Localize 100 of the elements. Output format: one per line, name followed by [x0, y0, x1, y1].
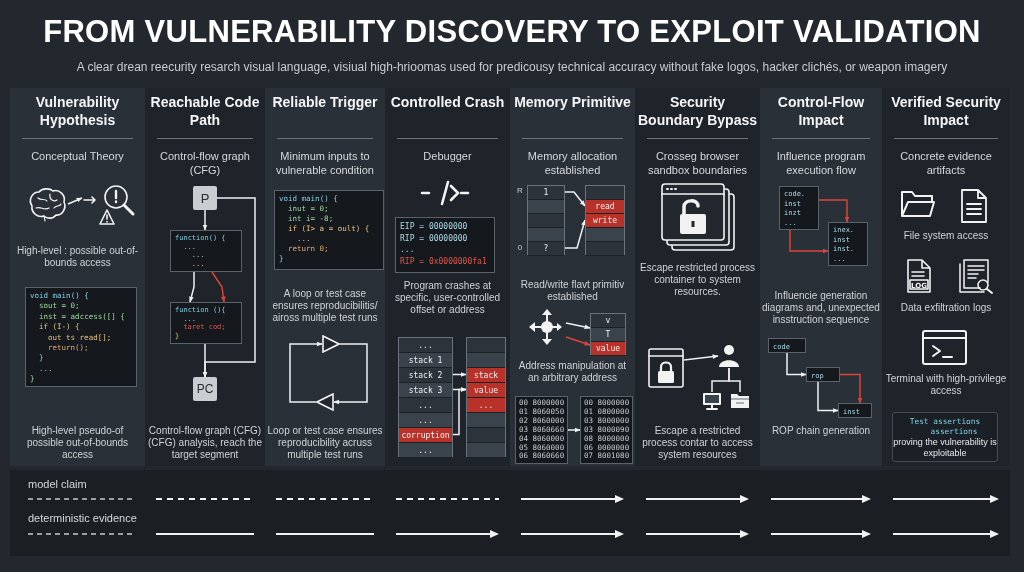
- stage-heading: Memory Primitive: [513, 93, 632, 111]
- stage-subtitle: Conceptual Theory: [30, 150, 125, 164]
- graph-node: P: [193, 186, 217, 210]
- code-line: ...: [400, 244, 416, 256]
- evidence-panel: [892, 412, 998, 462]
- code-line: RIP = 0x0000000fa1: [400, 255, 488, 268]
- arrow: [565, 336, 591, 346]
- stage-caption: Loop or test case ensures reproducibility acruss multiple test runs: [267, 425, 383, 461]
- memory-column: [590, 313, 626, 355]
- code-line: EIP = 00000000: [400, 221, 469, 233]
- hex-dump: [515, 396, 568, 464]
- monitor-icon: [702, 392, 722, 410]
- instruction-block: [779, 186, 819, 230]
- stage-column: [760, 88, 882, 466]
- memory-cell: stack: [467, 368, 505, 383]
- arrow: [211, 271, 226, 303]
- stage-heading: Control-Flow Impact: [776, 93, 866, 129]
- stage-subtitle: Debugger: [422, 150, 473, 164]
- arrow: [786, 352, 807, 377]
- stage-caption: Data exfiltration logs: [899, 302, 993, 314]
- stack-column: [398, 337, 453, 457]
- triangle-marker: [316, 393, 334, 411]
- stage-heading: Verified Security Impact: [890, 93, 1002, 129]
- code-block: [170, 230, 242, 272]
- memory-cell: stack 2: [399, 368, 452, 383]
- memory-cell: ...: [399, 413, 452, 428]
- memory-cell: ...: [399, 443, 452, 458]
- rop-block: [806, 367, 840, 382]
- stage-column: [385, 88, 510, 466]
- memory-cell: read: [586, 200, 624, 214]
- person-icon: [718, 344, 740, 368]
- memory-cell: 1: [528, 186, 564, 200]
- stage-caption: Influencie generation diagrams and, unexpected insstruction sequence: [762, 290, 880, 326]
- hex-dump: [580, 396, 633, 464]
- stage-column: [10, 88, 145, 466]
- rop-block: [838, 403, 872, 418]
- stage-caption: High-level pseudo-of possible out-of-bounds access: [25, 425, 130, 461]
- evidence-text: proving the vulnerability is exploitable: [893, 437, 997, 458]
- memory-cell: value: [591, 342, 625, 356]
- arrow: [818, 199, 850, 223]
- stage-caption: Read/write flavt primitiv established: [519, 279, 626, 303]
- arrow: [839, 373, 863, 404]
- stage-subtitle: Memory allocation established: [526, 150, 619, 177]
- stage-column: [145, 88, 265, 466]
- warning-magnifier-icon: [82, 182, 136, 226]
- stage-column: [635, 88, 760, 466]
- arrow: [565, 322, 591, 330]
- memory-cell: stack 1: [399, 353, 452, 368]
- stage-subtitle: Control-flow graph (CFG): [159, 150, 251, 177]
- stage-heading: Reliable Trigger: [271, 93, 379, 111]
- stage-subtitle: Concrete evidence artifacts: [899, 150, 993, 177]
- arrow: [817, 381, 839, 413]
- memory-cell: corruption: [399, 428, 452, 443]
- axis-label: 0: [516, 243, 524, 252]
- arrow: [452, 387, 467, 436]
- stage-caption: Control-flow graph (CFG) (CFG) analysis, reach the target segment: [147, 425, 263, 461]
- subtitle: A clear drean reecurity resarch visual language, visiual high-hrioomas used for predicousy technical accuracy without fake logos, hacker clichés, or weapon imagery: [75, 60, 949, 74]
- stage-caption: Escape restricted process container to system resources.: [638, 262, 757, 298]
- memory-column: [527, 185, 565, 255]
- code-line: RIP = 00000000: [400, 232, 469, 245]
- stage-heading: Controlled Crash: [389, 93, 506, 111]
- arrow: [189, 271, 195, 303]
- stage-heading: Vulnerability Hypothesis: [34, 93, 121, 129]
- memory-column: [585, 185, 625, 255]
- arrow: [683, 354, 719, 361]
- arrow: [333, 343, 368, 405]
- stage-column: [882, 88, 1010, 466]
- arrow: [67, 197, 83, 205]
- arrow: [202, 209, 208, 231]
- stage-heading: Security Boundary Bypass: [636, 93, 758, 129]
- stage-column: [265, 88, 385, 466]
- legend-label: model claim: [28, 478, 87, 490]
- stage-caption: Address manipulation at an arbitrary address: [517, 360, 628, 384]
- memory-cell: stack 3: [399, 383, 452, 398]
- code-block: [25, 287, 137, 387]
- memory-cell: value: [467, 383, 505, 398]
- arrow: [202, 197, 256, 378]
- stage-caption: High-level : possible out-of-bounds access: [15, 245, 140, 269]
- locked-window-icon: [660, 182, 738, 254]
- stage-caption: File system access: [902, 230, 990, 242]
- folder-icon: [730, 392, 750, 409]
- title: FROM VULNERABILITY DISCOVERY TO EXPLOIT VALIDATION: [42, 14, 982, 50]
- stage-caption: A loop or test case ensures reproducibilitis/ aiross multiple test runs: [271, 288, 379, 324]
- stage-caption: Program crashes at specific, user-controlled offset or address: [393, 280, 501, 316]
- legend-label: deterministic evidence: [28, 512, 137, 524]
- stage-subtitle: Influence program execution flow: [775, 150, 867, 177]
- instruction-block: [828, 222, 868, 266]
- connector-line: [728, 367, 741, 393]
- arrow: [289, 341, 323, 403]
- axis-label: R: [516, 186, 524, 195]
- code-block: [170, 302, 242, 344]
- stage-subtitle: Minimum inputs to vulnerable condition: [275, 150, 375, 177]
- stage-subtitle: Crosseg browser sandbox boundaries: [646, 150, 749, 177]
- register-panel: [395, 217, 495, 273]
- arrow: [789, 229, 829, 254]
- stage-caption: Escape a restricted process contar to access system resources: [641, 425, 754, 461]
- rop-block: [768, 338, 806, 353]
- arrow: [567, 427, 581, 433]
- locked-window-icon: [648, 348, 684, 388]
- memory-cell: write: [586, 214, 624, 228]
